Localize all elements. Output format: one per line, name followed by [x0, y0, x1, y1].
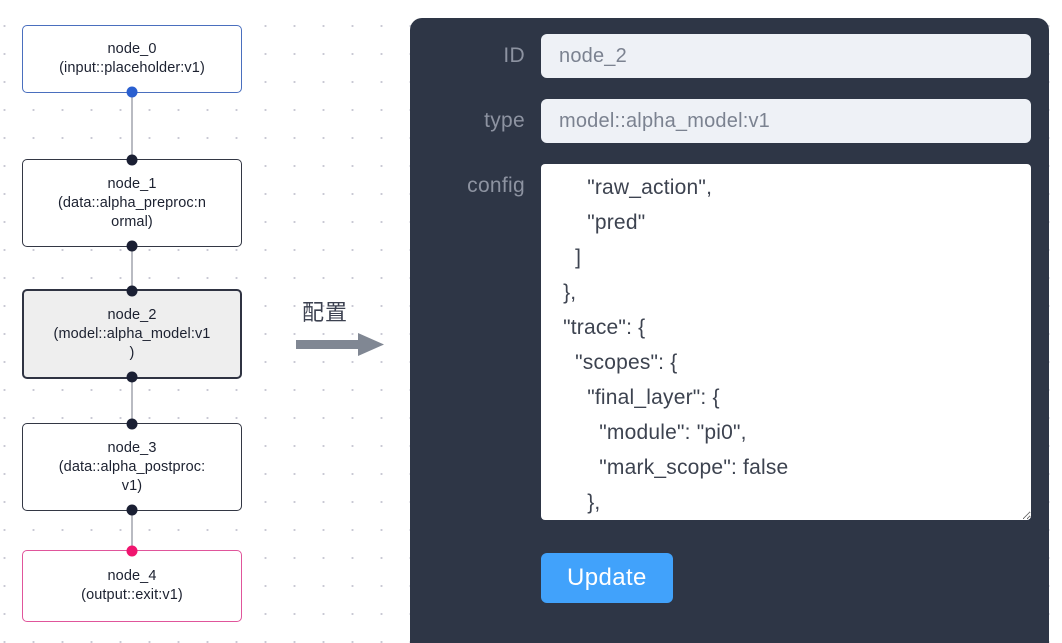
node-title: node_1	[107, 175, 157, 192]
id-input[interactable]	[541, 34, 1031, 78]
node-config-panel: ID type config "raw_action", "pred" ] },…	[410, 18, 1049, 643]
edge-node1-node2	[131, 247, 133, 289]
edge-node2-node3	[131, 379, 133, 423]
edge-node3-node4	[131, 511, 133, 550]
node-title: node_3	[107, 439, 157, 456]
node-subtitle-cont: v1)	[121, 477, 143, 494]
graph-node-node_0[interactable]: node_0 (input::placeholder:v1)	[22, 25, 242, 98]
node-handle-target[interactable]	[126, 285, 138, 297]
field-row-id: ID	[428, 34, 1031, 78]
node-subtitle-cont: ormal)	[111, 213, 153, 230]
node-subtitle: (output::exit:v1)	[81, 587, 183, 603]
field-row-config: config "raw_action", "pred" ] }, "trace"…	[428, 164, 1031, 520]
node-handle-source[interactable]	[126, 240, 138, 252]
flow-annotation-label: 配置	[302, 300, 349, 325]
node-handle-source[interactable]	[126, 504, 138, 516]
field-row-type: type	[428, 99, 1031, 143]
type-input[interactable]	[541, 99, 1031, 143]
node-handle-source[interactable]	[126, 86, 138, 98]
node-handle-target[interactable]	[126, 545, 138, 557]
type-field-label: type	[484, 109, 525, 132]
node-title: node_4	[107, 568, 157, 584]
node-handle-source[interactable]	[126, 371, 138, 383]
update-button[interactable]: Update	[541, 553, 673, 603]
node-subtitle: (input::placeholder:v1)	[59, 60, 205, 76]
right-arrow-icon	[296, 333, 384, 356]
graph-node-node_1[interactable]: node_1 (data::alpha_preproc:n ormal)	[22, 154, 242, 252]
graph-node-node_2[interactable]: node_2 (model::alpha_model:v1 )	[22, 285, 242, 383]
graph-node-node_3[interactable]: node_3 (data::alpha_postproc: v1)	[22, 418, 242, 516]
node-title: node_2	[107, 306, 157, 323]
node-subtitle: (model::alpha_model:v1	[53, 325, 211, 342]
edge-node0-node1	[131, 93, 133, 159]
config-textarea[interactable]: "raw_action", "pred" ] }, "trace": { "sc…	[541, 164, 1031, 520]
id-field-label: ID	[503, 44, 525, 67]
node-handle-target[interactable]	[126, 154, 138, 166]
config-field-label: config	[467, 174, 525, 197]
node-subtitle: (data::alpha_preproc:n	[57, 194, 207, 211]
flow-annotation: 配置	[296, 295, 396, 365]
node-subtitle: (data::alpha_postproc:	[58, 458, 206, 475]
graph-node-node_4[interactable]: node_4 (output::exit:v1)	[22, 545, 242, 622]
node-title: node_0	[107, 41, 157, 57]
node-subtitle-cont: )	[129, 344, 135, 361]
node-handle-target[interactable]	[126, 418, 138, 430]
